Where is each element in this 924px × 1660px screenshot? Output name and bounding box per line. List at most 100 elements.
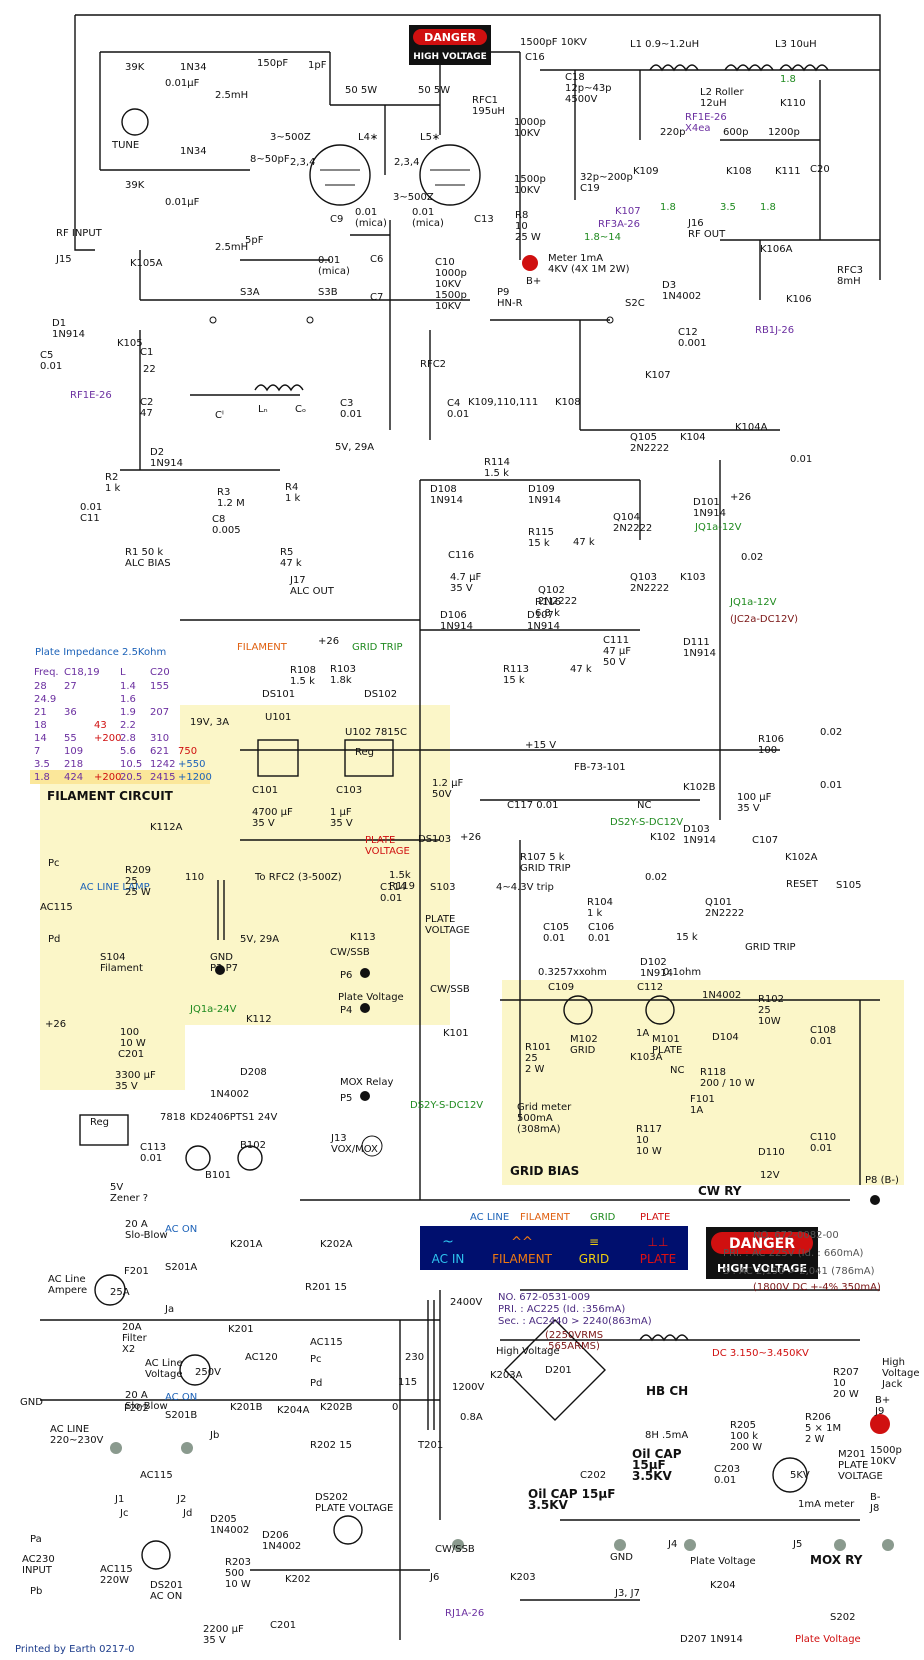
label-d1n4002-b: 1N4002 xyxy=(702,990,741,1001)
label-jd: Jd xyxy=(182,1508,192,1519)
label-jc: Jc xyxy=(119,1508,128,1519)
label-pins-a: 2,3,4 xyxy=(290,157,315,168)
table-cell: 20.5 xyxy=(120,772,142,783)
label-r47k-b: 47 k xyxy=(570,664,592,675)
label-a08: 0.8A xyxy=(460,1412,483,1423)
label-c1500p-top: 1500pF 10KV xyxy=(520,37,587,48)
label-filament-circuit: FILAMENT CIRCUIT xyxy=(47,789,174,803)
label-v115: 115 xyxy=(398,1377,417,1388)
label-d110: D110 xyxy=(758,1147,785,1158)
label-s201a: S201A xyxy=(165,1262,197,1273)
label-ds102: DS102 xyxy=(364,689,397,700)
legend-plate: PLATE xyxy=(640,1212,670,1223)
label-c001-k: 0.01 xyxy=(790,454,812,465)
label-xfmr-no: NO. 672-0082-00 xyxy=(753,1230,839,1241)
label-p8: P8 (B-) xyxy=(865,1175,899,1186)
tube-3-500z-a xyxy=(309,144,371,206)
label-xfmr-dc: (1800V DC +-4% 350mA) xyxy=(753,1282,881,1293)
label-k203: K203 xyxy=(510,1572,536,1583)
label-k108-b: K108 xyxy=(555,397,581,408)
label-mica-b: 0.01(mica) xyxy=(412,207,444,229)
label-b-minus-j8: B-J8 xyxy=(869,1492,881,1514)
table-cell: 310 xyxy=(150,733,169,744)
label-v1200: 1200V xyxy=(452,1382,484,1393)
label-c117: C117 0.01 xyxy=(507,800,559,811)
badge-filament: FILAMENT xyxy=(492,1252,553,1266)
label-l4: L4∗ xyxy=(358,132,378,143)
label-k202: K202 xyxy=(285,1574,311,1585)
label-k201b: K201B xyxy=(230,1402,263,1413)
main-wiring xyxy=(40,14,881,1640)
label-r202: R202 15 xyxy=(310,1440,352,1451)
label-c6: C6 xyxy=(370,254,383,265)
label-tune: TUNE xyxy=(111,140,139,151)
label-m5kv: 5KV xyxy=(790,1470,810,1481)
label-c201-b: C201 xyxy=(270,1620,296,1631)
label-c112: C112 xyxy=(637,982,663,993)
table-cell: 24.9 xyxy=(34,694,56,705)
label-hb-ch: HB CH xyxy=(646,1384,688,1398)
label-pb: Pb xyxy=(30,1586,42,1597)
label-ds2y-b: DS2Y-S-DC12V xyxy=(610,817,683,828)
label-v12: 12V xyxy=(760,1170,780,1181)
label-p4: P4 xyxy=(340,1005,352,1016)
label-rf-input: RF INPUT xyxy=(56,228,103,239)
label-c1200p: 1200p xyxy=(768,127,800,138)
table-header: C18,19 xyxy=(64,667,100,678)
table-cell: 14 xyxy=(34,733,47,744)
label-k107: K107 xyxy=(615,206,641,217)
table-cell: 2.2 xyxy=(120,720,136,731)
label-v18-b: 1.8 xyxy=(760,202,776,213)
label-k103: K103 xyxy=(680,572,706,583)
table-header: L xyxy=(120,667,126,678)
label-s105: S105 xyxy=(836,880,861,891)
label-rf1e26-left: RF1E-26 xyxy=(70,390,112,401)
label-c1p: 1pF xyxy=(308,60,327,71)
regulator-7818 xyxy=(79,1114,129,1146)
table-cell: 621 xyxy=(150,746,169,757)
label-t201: T201 xyxy=(417,1440,443,1451)
label-c116: C116 xyxy=(448,550,474,561)
tune-meter xyxy=(121,108,149,136)
label-j2: J2 xyxy=(176,1494,186,1505)
label-k106a: K106A xyxy=(760,244,793,255)
label-pa: Pa xyxy=(30,1534,42,1545)
danger-top-title: DANGER xyxy=(424,31,476,44)
label-j6: J6 xyxy=(429,1572,439,1583)
label-k109: K109 xyxy=(633,166,659,177)
label-ln: Lₙ xyxy=(258,404,268,415)
label-c220p: 220p xyxy=(660,127,685,138)
tube-3-500z-b xyxy=(419,144,481,206)
label-u101: U101 xyxy=(265,712,291,723)
label-c1: C1 xyxy=(140,347,153,358)
label-plate-voltage-s202: Plate Voltage xyxy=(795,1634,861,1645)
